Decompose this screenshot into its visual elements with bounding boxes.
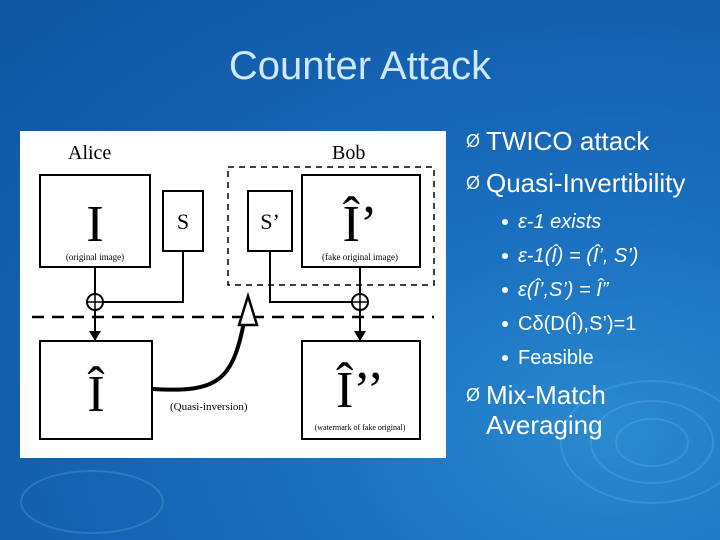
bullet-twico: Ø TWICO attack [466,126,718,156]
dot-bullet-icon [502,219,508,225]
box-sprime-symbol: S’ [260,209,280,234]
quasi-inversion-label: (Quasi-inversion) [170,401,248,413]
box-i-caption: (original image) [66,252,124,262]
original-image-box [39,174,151,268]
s-prime-box [247,190,293,252]
arrow-bullet-icon: Ø [466,385,481,405]
alice-label: Alice [68,142,111,164]
bullet-text: TWICO attack [486,126,650,156]
sub-bullet-text: ε-1 exists [518,211,602,233]
bob-arrow-head [354,331,366,341]
dot-bullet-icon [502,355,508,361]
fake-watermark-box [301,340,421,440]
s-to-xor-line [103,251,184,303]
sub-bullet-text: ε(Î’,S’) = Î” [518,279,609,301]
bullet-quasi: Ø Quasi-Invertibility [466,168,718,198]
box-iprime-caption: (fake original image) [322,252,398,262]
sub-bullet-text: ε-1(Î) = (Î’, S’) [518,245,639,267]
watermarked-image-box [39,340,153,440]
bullet-text: Quasi-Invertibility [486,168,686,198]
sub-bullet: ε(Î’,S’) = Î” [468,278,718,302]
bullet-text-line1: Mix-Match [486,380,606,410]
fake-original-box [301,174,421,268]
sprime-to-xor-line [269,251,352,303]
sub-bullet: Cδ(D(Î),S’)=1 [468,312,718,336]
sub-bullet-text: Feasible [518,347,594,369]
sub-bullet: Feasible [468,346,718,370]
quasi-inversion-curve [151,310,248,392]
arrow-bullet-icon: Ø [466,173,481,193]
bullet-list: Ø TWICO attack Ø Quasi-Invertibility ε-1… [466,126,718,452]
bullet-mixmatch: Ø Mix-Match Averaging [466,380,718,440]
quasi-inversion-head [237,291,259,327]
alice-arrow-head [89,331,101,341]
arrow-bullet-icon: Ø [466,131,481,151]
sub-bullet: ε-1 exists [468,210,718,234]
slide-title: Counter Attack [228,44,492,88]
dot-bullet-icon [502,253,508,259]
sub-bullet-text: Cδ(D(Î),S’)=1 [518,313,637,335]
attack-diagram: Alice Bob I (original image) S S’ Î’ (fa… [20,131,446,458]
bullet-text-line2: Averaging [486,410,603,440]
box-ihat-symbol: Î [87,365,104,423]
dot-bullet-icon [502,321,508,327]
sub-bullet: ε-1(Î) = (Î’, S’) [468,244,718,268]
box-iprime-symbol: Î’ [343,195,378,253]
box-idouble-symbol: Î’’ [336,361,384,419]
bob-label: Bob [332,142,365,164]
box-idouble-caption: (watermark of fake original) [315,423,406,432]
box-i-symbol: I [86,196,103,253]
dot-bullet-icon [502,287,508,293]
diagram-svg: Alice Bob I (original image) S S’ Î’ (fa… [32,142,435,440]
bob-region [227,166,435,286]
box-s-symbol: S [177,209,189,234]
s-box [162,190,204,252]
